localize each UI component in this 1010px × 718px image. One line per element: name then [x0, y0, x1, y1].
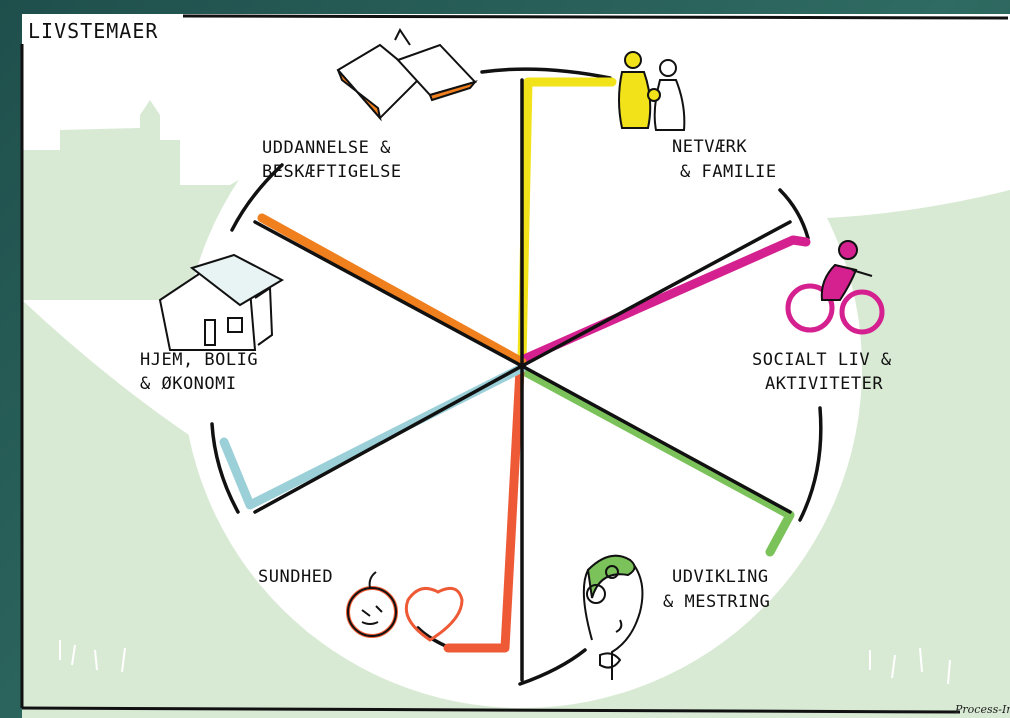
open-book-icon	[336, 28, 478, 122]
wheel-rim	[210, 67, 823, 686]
segment-sundhed	[443, 365, 525, 653]
frame-top	[182, 14, 1009, 20]
label-sundhed: SUNDHED	[258, 567, 333, 587]
cyclist-icon	[785, 240, 885, 335]
segment-uddannelse	[257, 213, 527, 367]
house-icon	[158, 253, 285, 351]
label-netvaerk: NETVÆRK & FAMILIE	[672, 137, 777, 182]
gear-head-icon	[582, 554, 644, 680]
diagram-title: LIVSTEMAER	[28, 19, 158, 43]
label-uddannelse: UDDANNELSE & BESKÆFTIGELSE	[262, 138, 402, 182]
apple-heart-icon	[346, 571, 464, 642]
credit-text: Process-In	[954, 703, 1010, 716]
label-socialt: SOCIALT LIV & AKTIVITETER	[752, 350, 902, 394]
segment-netvaerk	[517, 77, 617, 365]
label-hjem: HJEM, BOLIG & ØKONOMI	[140, 350, 269, 394]
segment-socialt	[517, 235, 811, 365]
segment-udvikling	[517, 365, 795, 557]
grass-decoration	[59, 640, 951, 685]
wheel-spokes	[253, 78, 792, 682]
frame-bottom	[21, 706, 961, 714]
family-icon	[618, 51, 686, 131]
label-udvikling: UDVIKLING & MESTRING	[663, 567, 779, 612]
